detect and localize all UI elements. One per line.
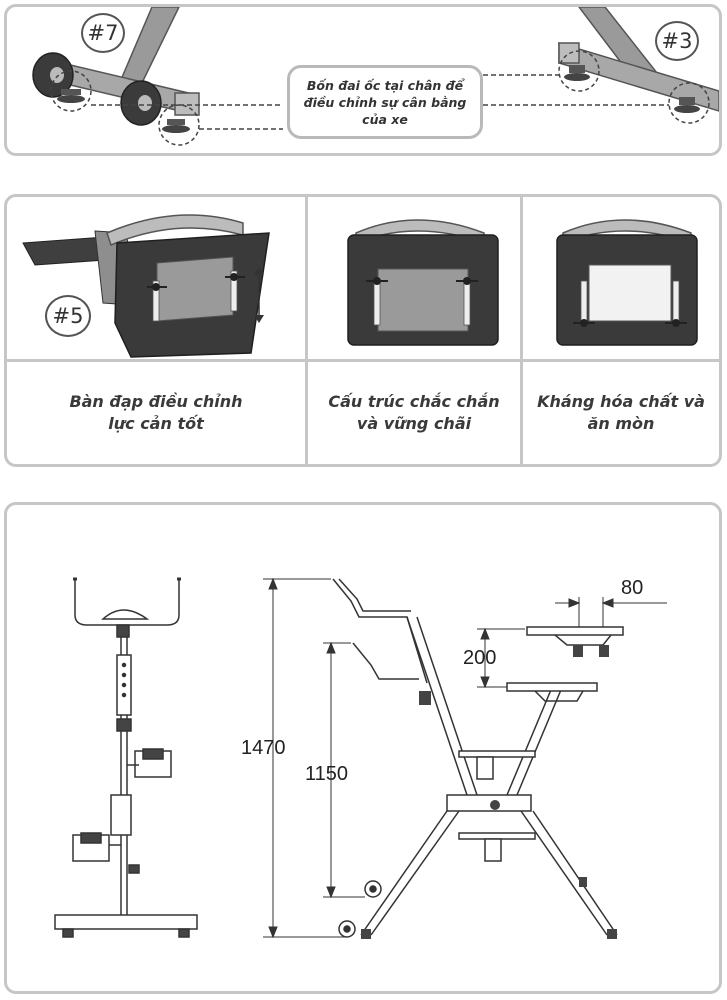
row-divider [7,359,719,362]
pedal-side-illustration [22,214,270,358]
dimensions-panel: 1470 1150 200 80 [4,502,722,994]
part-badge-7: #7 [81,13,125,53]
bike-dimension-drawing [54,577,667,939]
caption-1-line-2: lực cản tốt [108,414,204,433]
leveling-feet-panel: #7 #3 Bốn đai ốc tại chân để điều chỉnh … [4,4,722,156]
column-divider-1 [305,197,308,464]
leveling-feet-illustration [32,7,719,146]
callout-line-1: Bốn đai ốc tại chân để [306,77,464,93]
side-view-bike [332,578,624,939]
leveling-feet-callout: Bốn đai ốc tại chân để điều chỉnh sự cân… [287,65,483,139]
caption-1-line-1: Bàn đạp điều chỉnh [69,392,243,411]
dimension-offset: 80 [621,577,644,599]
front-view-bike [54,577,198,938]
caption-2-line-2: và vững chãi [356,414,472,433]
caption-2-line-1: Cấu trúc chắc chắn [328,392,500,411]
dimension-lines [263,577,667,939]
pedal-front-illustration [347,219,499,346]
caption-3-line-1: Kháng hóa chất và [537,392,705,411]
dimension-total-height: 1470 [241,737,286,759]
callout-line-3: của xe [362,111,408,127]
part-badge-5: #5 [45,295,91,337]
callout-line-2: điều chỉnh sự cân bằng [303,94,467,110]
caption-adjustable-resistance: Bàn đạp điều chỉnh lực cản tốt [7,362,305,464]
caption-sturdy-structure: Cấu trúc chắc chắn và vững chãi [308,362,520,464]
pedal-front-alt-illustration [556,219,698,346]
dimension-seat-height: 1150 [305,763,349,785]
pedal-features-panel: #5 Bàn đạp điều chỉnh lực cản tốt Cấu tr… [4,194,722,467]
column-divider-2 [520,197,523,464]
part-badge-3: #3 [655,21,699,61]
dimension-seat-adjust: 200 [463,647,497,669]
caption-3-line-2: ăn mòn [587,414,655,433]
caption-corrosion-resistant: Kháng hóa chất và ăn mòn [523,362,719,464]
